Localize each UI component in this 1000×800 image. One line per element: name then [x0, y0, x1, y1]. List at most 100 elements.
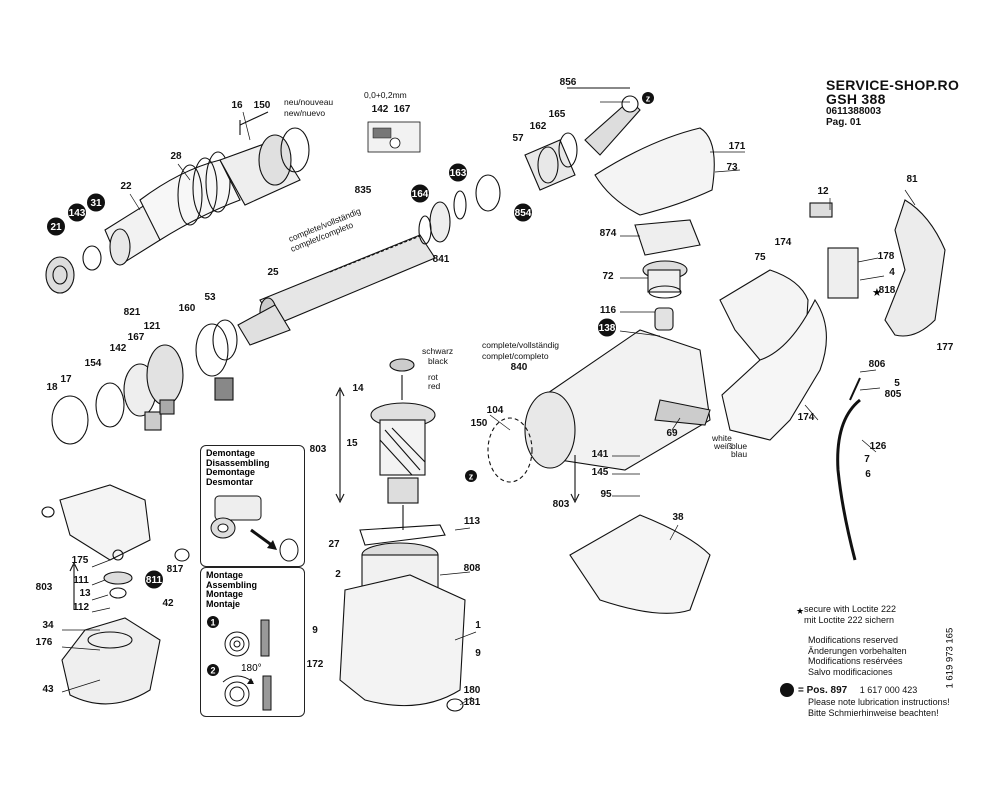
- part-number-label: 840: [511, 362, 528, 373]
- box-title: Desmontar: [206, 476, 254, 487]
- motor-cover: [61, 617, 161, 705]
- part-number-label: 176: [36, 637, 53, 648]
- pos-number: 1 617 000 423: [859, 685, 918, 695]
- model-name: GSH 388: [826, 91, 886, 107]
- annotation-new: neu/nouveau: [284, 97, 333, 107]
- part-number-label: 143: [69, 208, 86, 219]
- part-number-label: 178: [878, 251, 895, 262]
- part-number-label: 172: [307, 659, 324, 670]
- part-number-label: 150: [471, 418, 488, 429]
- page-number: Pag. 01: [826, 117, 862, 128]
- part-number-label: 17: [60, 374, 72, 385]
- part-number-label: 43: [42, 684, 54, 695]
- part-number-label: 142: [372, 104, 389, 115]
- annotation-complete: complete/vollständig: [482, 340, 559, 350]
- part-number-label: 806: [869, 359, 886, 370]
- switch: [827, 247, 859, 299]
- loctite-star-icon: ★: [796, 606, 805, 616]
- gear-housing: [487, 329, 711, 483]
- part-number-label: 167: [128, 332, 145, 343]
- svg-text:1: 1: [210, 618, 215, 628]
- marker-2-icon: z: [465, 470, 477, 482]
- part-number-label: 69: [666, 428, 678, 439]
- part-number: 0611388003: [826, 106, 882, 117]
- lubrication-note: Bitte Schmierhinweise beachten!: [808, 707, 939, 718]
- modifications-note: Änderungen vorbehalten: [808, 645, 907, 656]
- part-number-label: 25: [267, 267, 279, 278]
- part-number-label: 13: [79, 588, 91, 599]
- part-number-label: 57: [512, 133, 524, 144]
- part-number-label: 141: [592, 449, 609, 460]
- disassembly-illustration: [210, 495, 299, 562]
- part-number-label: 174: [798, 412, 815, 423]
- part-number-label: 38: [672, 512, 684, 523]
- part-number-label: 4: [889, 267, 895, 278]
- part-number-label: 165: [549, 109, 566, 120]
- lubrication-marker-icon: [598, 318, 616, 337]
- shop-name: SERVICE-SHOP.RO: [826, 77, 960, 93]
- lubrication-marker-icon: [449, 163, 467, 182]
- part-number-label: 841: [433, 254, 450, 265]
- annotation-wire: blau: [731, 449, 747, 459]
- box-title: Demontage: [206, 467, 256, 477]
- part-number-label: 6: [865, 469, 871, 480]
- part-number-label: 53: [204, 292, 216, 303]
- loctite-note: mit Loctite 222 sichern: [804, 614, 895, 625]
- notes-block: secure with Loctite 222 mit Loctite 222 …: [780, 604, 950, 718]
- part-number-label: 874: [600, 228, 617, 239]
- annotation-wire: rot: [428, 372, 439, 382]
- document-code: 1 619 973 165: [943, 600, 957, 690]
- part-number-label: 104: [487, 405, 504, 416]
- part-number-label: 162: [530, 121, 547, 132]
- annotation-wire: black: [428, 356, 449, 366]
- part-number-label: 126: [870, 441, 887, 452]
- lubrication-marker-icon: [514, 203, 532, 222]
- lubrication-row: = Pos. 897 1 617 000 423: [780, 683, 950, 697]
- part-number-label: 14: [352, 383, 364, 394]
- part-number-label: 121: [144, 321, 161, 332]
- assembly-illustration: 1 2: [207, 616, 272, 711]
- gear-assembly: [634, 219, 701, 331]
- pos-label: = Pos. 897: [798, 685, 848, 696]
- lubrication-marker-icon: [68, 203, 86, 222]
- annotation-wire: weiß: [713, 441, 732, 451]
- part-number-label: 854: [515, 208, 532, 219]
- part-number-label: 175: [72, 555, 89, 566]
- disassembly-box: Demontage Disassembling Demontage Desmon…: [200, 445, 305, 567]
- annotation-wire: white: [711, 433, 732, 443]
- part-number-label: 22: [120, 181, 132, 192]
- part-number-label: 818: [879, 285, 896, 296]
- annotation-new: new/nuevo: [284, 108, 325, 118]
- part-number-label: 138: [599, 323, 616, 334]
- box-title: Demontage: [206, 448, 256, 458]
- annotation-wire: schwarz: [422, 346, 453, 356]
- carbon-brush: [809, 202, 833, 218]
- annotation-wire: blue: [731, 441, 747, 451]
- part-number-label: 174: [775, 237, 792, 248]
- loctite-note: secure with Loctite 222: [804, 604, 897, 614]
- part-number-label: 171: [729, 141, 746, 152]
- part-number-label: 116: [600, 305, 617, 316]
- part-number-label: 803: [553, 499, 570, 510]
- armature: [335, 358, 580, 530]
- part-number-label: 112: [73, 602, 90, 613]
- svg-text:2: 2: [210, 666, 215, 676]
- modifications-note: Salvo modificaciones: [808, 666, 893, 677]
- power-cable: [836, 398, 861, 561]
- piston-assembly: [524, 87, 641, 191]
- lubrication-markers: [47, 163, 616, 589]
- box-title: Disassembling: [206, 457, 270, 468]
- part-number-label: 113: [464, 516, 481, 527]
- part-number-label: 150: [254, 100, 271, 111]
- gear-ring-assembly: [51, 304, 291, 445]
- lubrication-marker-icon: [411, 184, 429, 203]
- part-number-label: 180: [464, 685, 481, 696]
- part-number-label: 817: [167, 564, 184, 575]
- part-number-label: 15: [346, 438, 358, 449]
- part-number-label: 31: [90, 198, 102, 209]
- part-number-label: 111: [73, 575, 89, 586]
- part-number-label: 34: [42, 620, 54, 631]
- part-number-label: 145: [592, 467, 609, 478]
- part-number-label: 142: [110, 343, 127, 354]
